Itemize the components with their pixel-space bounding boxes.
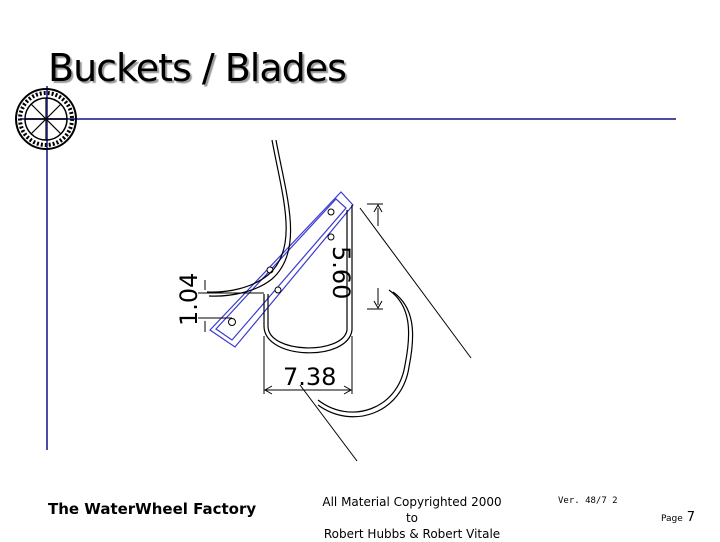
dimension-label-depth: 5.60	[327, 246, 355, 300]
bucket-curves	[206, 139, 414, 418]
page-label: Page	[661, 514, 683, 524]
version-label: Ver. 48/7 2	[558, 496, 618, 506]
copyright-line-1: All Material Copyrighted 2000 to	[322, 495, 502, 525]
dimension-lines	[198, 203, 383, 395]
dimension-label-offset: 1.04	[175, 272, 203, 326]
dimension-label-width: 7.38	[283, 363, 337, 391]
left-rule	[46, 86, 48, 450]
waterwheel-icon	[15, 88, 77, 150]
blade-lines	[299, 207, 472, 462]
page-number: 7	[686, 510, 696, 525]
footer-copyright: All Material Copyrighted 2000 to Robert …	[316, 494, 508, 542]
copyright-line-2: Robert Hubbs & Robert Vitale	[323, 527, 501, 541]
footer-brand: The WaterWheel Factory	[48, 500, 257, 518]
slide-title: Buckets / Blades	[48, 46, 347, 90]
title-underline	[20, 118, 676, 120]
